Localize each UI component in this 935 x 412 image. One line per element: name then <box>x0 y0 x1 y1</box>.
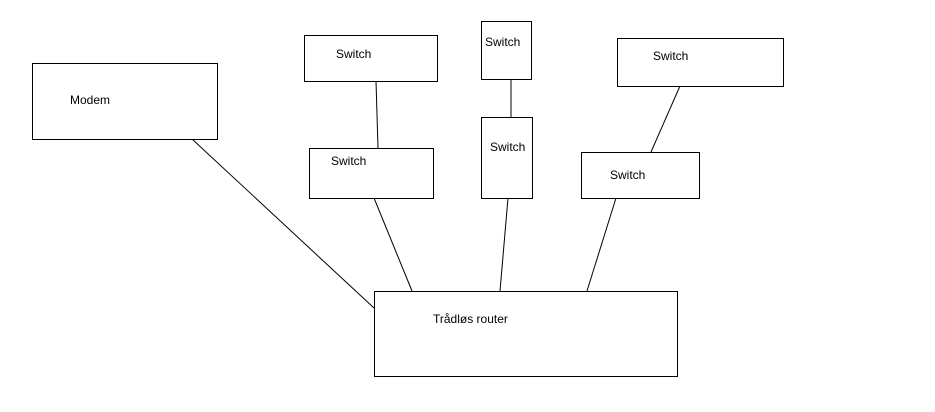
node-wireless-router: Trådløs router <box>374 291 678 377</box>
node-switch-right-lower: Switch <box>581 152 700 199</box>
edge-switch-left-upper-lower <box>375 80 379 149</box>
node-switch-left-upper: Switch <box>304 35 438 82</box>
node-modem: Modem <box>32 63 218 140</box>
node-switch-middle-upper-label: Switch <box>485 35 521 49</box>
node-switch-left-lower-label: Switch <box>331 154 367 168</box>
node-switch-left-lower: Switch <box>309 148 434 199</box>
edge-switch-right-lower-router <box>586 197 617 292</box>
node-switch-middle-lower: Switch <box>481 117 533 199</box>
node-switch-right-upper-label: Switch <box>653 49 689 63</box>
edge-switch-right-upper-lower <box>650 85 681 153</box>
edge-switch-middle-lower-router <box>499 197 509 292</box>
node-switch-right-upper: Switch <box>617 38 784 87</box>
node-switch-middle-upper: Switch <box>481 21 532 80</box>
edge-switch-left-lower-router <box>373 197 413 292</box>
node-switch-middle-lower-label: Switch <box>490 140 526 154</box>
node-switch-left-upper-label: Switch <box>336 47 372 61</box>
edge-modem-router <box>191 138 375 309</box>
node-wireless-router-label: Trådløs router <box>433 312 508 326</box>
node-switch-right-lower-label: Switch <box>610 168 646 182</box>
node-modem-label: Modem <box>70 93 111 107</box>
